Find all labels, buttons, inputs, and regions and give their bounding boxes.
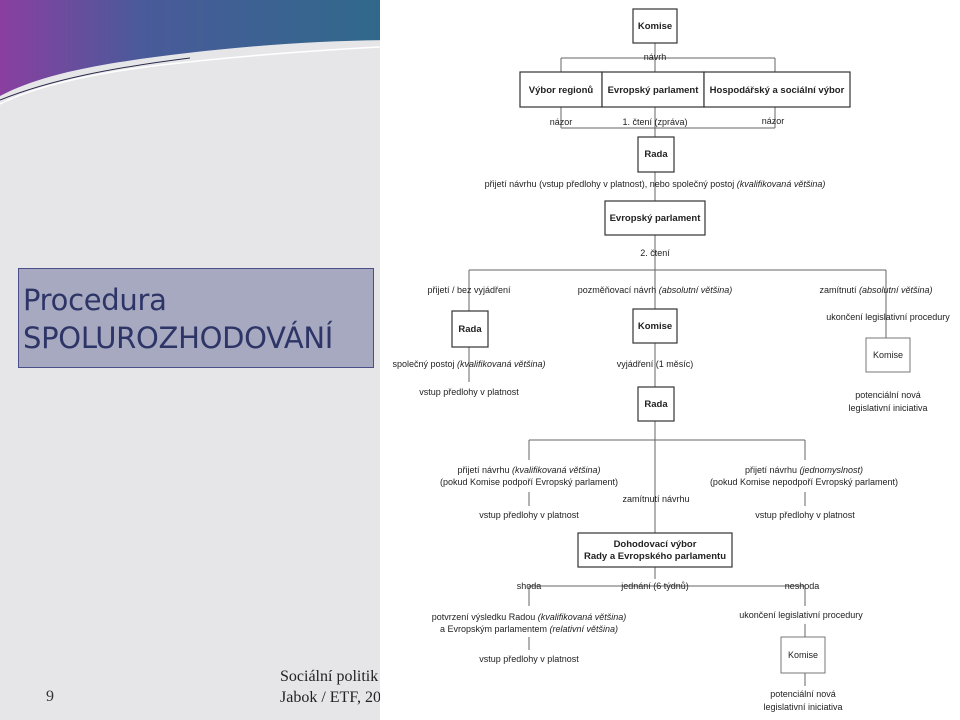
decorative-swoosh [0, 0, 400, 105]
rada-box-2 [637, 386, 675, 422]
neshoda-label: neshoda [785, 581, 820, 591]
komise-label-right-1: Komise [873, 350, 903, 360]
spolecny-postoj-label: společný postoj (kvalifikovaná většina) [392, 359, 545, 369]
vstup-left-label: vstup předlohy v platnost [479, 510, 579, 520]
prijeti-bez-label: přijetí / bez vyjádření [427, 285, 511, 295]
hospodarsky-vybor-box [703, 71, 851, 108]
komise-box-top [632, 8, 678, 44]
ep2-label: Evropský parlament [610, 213, 702, 224]
rada-box-1 [637, 136, 675, 173]
cteni-2-label: 2. čtení [640, 248, 670, 258]
komise-label-final: Komise [788, 650, 818, 660]
rada-box-left [451, 310, 489, 348]
connectors [468, 43, 887, 686]
flowchart-panel: Komise Výbor regionů Evropský parlament … [380, 0, 960, 720]
vyjadreni-label: vyjádření (1 měsíc) [617, 359, 694, 369]
prijeti-navrhu-1-label: přijetí návrhu (vstup předlohy v platnos… [485, 179, 826, 189]
ukonceni-2-label: ukončení legislativní procedury [739, 610, 863, 620]
komise-box-right-1 [865, 337, 911, 373]
rada-label-left: Rada [458, 324, 482, 335]
codecision-flowchart: Komise Výbor regionů Evropský parlament … [392, 8, 950, 712]
title-box: Procedura SPOLUROZHODOVÁNÍ [18, 268, 374, 368]
komise-label-top: Komise [638, 21, 672, 32]
potvrzeni-b-label: a Evropským parlamentem (relativní větši… [440, 624, 618, 634]
prijeti-left-a-label: přijetí návrhu (kvalifikovaná většina) [457, 465, 600, 475]
zamitnuti-navrhu-label: zamítnutí návrhu [622, 494, 689, 504]
nazor-left-label: názor [550, 117, 573, 127]
jednani-label: jednání (6 týdnů) [620, 581, 689, 591]
dohodovaci-label-a: Dohodovací výbor [614, 539, 697, 550]
potencialni-2b-label: legislativní iniciativa [763, 702, 842, 712]
footer-line-1: Sociální politik [280, 668, 379, 685]
rada-label-1: Rada [644, 149, 668, 160]
evropsky-parlament-box-2 [604, 200, 706, 236]
nazor-right-label: názor [762, 116, 785, 126]
title-line-1: Procedura [23, 283, 167, 317]
hospodarsky-vybor-label: Hospodářský a sociální výbor [710, 85, 845, 96]
prijeti-left-b-label: (pokud Komise podpoří Evropský parlament… [440, 477, 618, 487]
title-line-2: SPOLUROZHODOVÁNÍ [23, 321, 334, 355]
navrh-label: návrh [644, 52, 667, 62]
komise-box-final [780, 636, 826, 674]
evropsky-parlament-label: Evropský parlament [608, 85, 700, 96]
zamitnuti-label: zamítnutí (absolutní většina) [819, 285, 932, 295]
prijeti-right-a-label: přijetí návrhu (jednomyslnost) [745, 465, 863, 475]
vybor-regionu-label: Výbor regionů [529, 85, 594, 96]
dohodovaci-label-b: Rady a Evropského parlamentu [584, 551, 726, 562]
dohodovaci-vybor-box [577, 532, 733, 568]
slide-number: 9 [46, 688, 54, 705]
vstup-final-label: vstup předlohy v platnost [479, 654, 579, 664]
vstup-1-label: vstup předlohy v platnost [419, 387, 519, 397]
pozmenovaci-label: pozměňovací návrh (absolutní většina) [578, 285, 733, 295]
prijeti-right-b-label: (pokud Komise nepodpoří Evropský parlame… [710, 477, 898, 487]
komise-box-mid [632, 308, 678, 344]
cteni-1-label: 1. čtení (zpráva) [622, 117, 687, 127]
evropsky-parlament-box [601, 71, 705, 108]
potvrzeni-a-label: potvrzení výsledku Radou (kvalifikovaná … [432, 612, 627, 622]
shoda-label: shoda [517, 581, 542, 591]
komise-label-mid: Komise [638, 321, 672, 332]
potencialni-1a-label: potenciální nová [855, 390, 921, 400]
rada-label-2: Rada [644, 399, 668, 410]
potencialni-2a-label: potenciální nová [770, 689, 836, 699]
ukonceni-1-label: ukončení legislativní procedury [826, 312, 950, 322]
footer: Sociální politik Jabok / ETF, 20 [280, 666, 390, 708]
potencialni-1b-label: legislativní iniciativa [848, 403, 927, 413]
footer-line-2: Jabok / ETF, 20 [280, 689, 381, 706]
vstup-right-label: vstup předlohy v platnost [755, 510, 855, 520]
